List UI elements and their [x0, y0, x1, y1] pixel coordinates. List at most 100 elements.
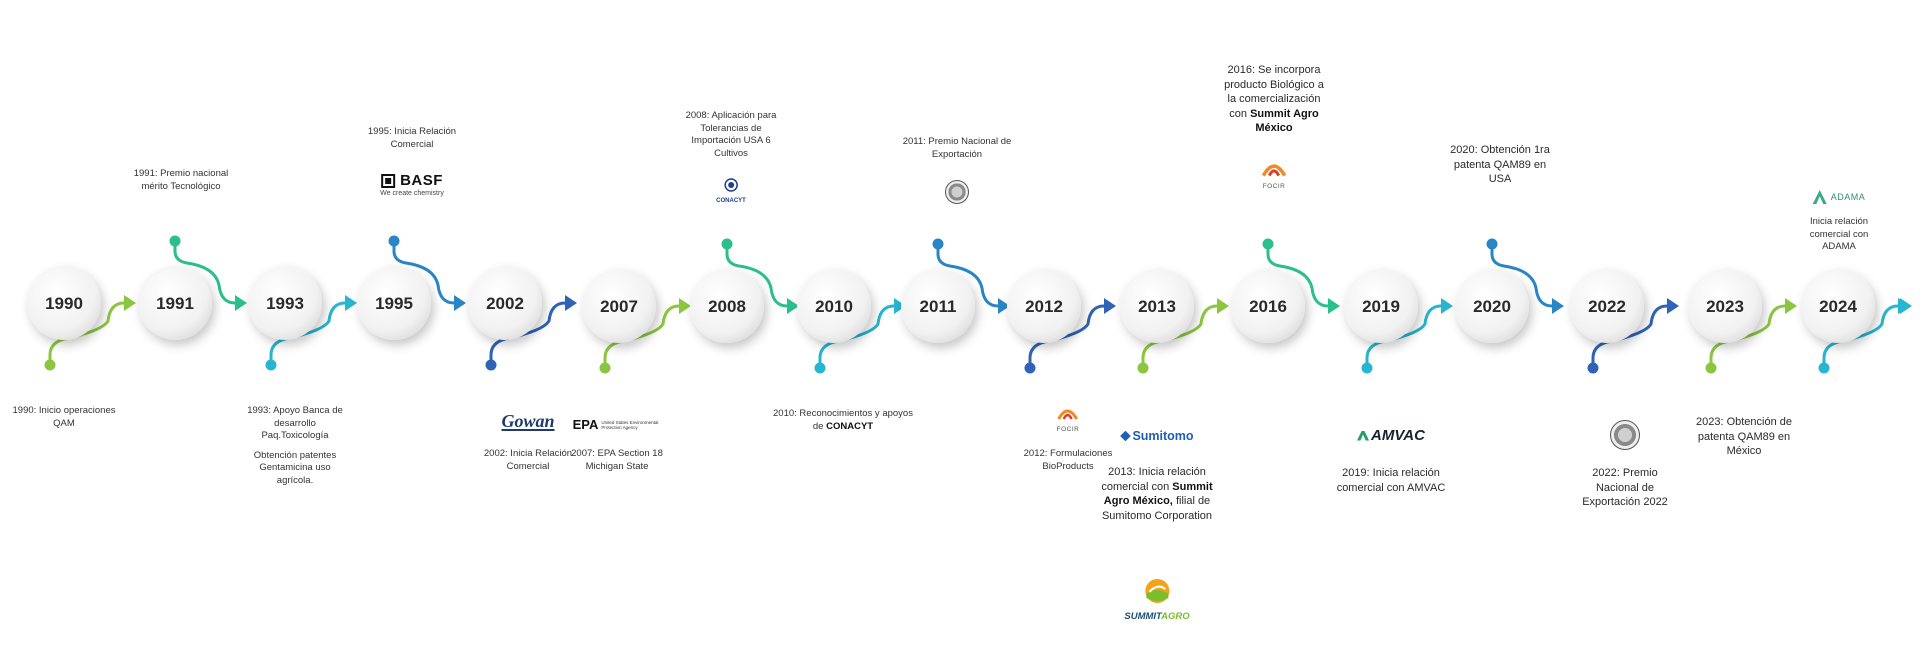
year-label-1995: 1995: [375, 294, 413, 313]
year-node-2019: 2019: [1344, 269, 1418, 343]
connector-curve-2007: [603, 304, 681, 370]
note-2016-summit: Summit Agro México: [1250, 107, 1319, 135]
year-node-circle: [138, 266, 212, 340]
connector-dot-2019: [1361, 362, 1373, 374]
connector-curve-2024: [1822, 304, 1900, 370]
year-node-circle: [1455, 269, 1529, 343]
year-node-circle: [1231, 269, 1305, 343]
note-2024: Inicia relación comercial con ADAMA: [1809, 216, 1869, 252]
year-node-circle: [1570, 269, 1644, 343]
export-award-seal-icon: [945, 180, 969, 204]
connector-curve-2008: [725, 242, 789, 308]
arrow-right-icon: [1441, 298, 1453, 314]
note-2013-summit: Summit Agro México,: [1103, 480, 1213, 508]
year-node-2022: 2022: [1570, 269, 1644, 343]
year-node-2010: 2010: [797, 269, 871, 343]
year-node-1995: 1995: [357, 266, 431, 340]
note-2013-filial: filial de Sumitomo Corporation: [1101, 495, 1213, 522]
arrow-right-icon: [679, 298, 691, 314]
year-label-2010: 2010: [815, 297, 853, 316]
connector-curve-2011: [936, 242, 1000, 308]
epa-wordmark: EPA: [572, 417, 599, 432]
note-2022: 2022: Premio Nacional de Exportación 202…: [1582, 467, 1668, 508]
connector-curve-1990: [48, 301, 126, 367]
year-node-2024: 2024: [1801, 269, 1875, 343]
connector-2010: [814, 298, 906, 374]
amvac-wordmark: AMVAC: [1371, 427, 1425, 444]
connector-1991: [169, 235, 247, 311]
arrow-right-icon: [454, 295, 466, 311]
note-1990: 1990: Inicio operaciones QAM: [12, 405, 116, 429]
year-node-2016: 2016: [1231, 269, 1305, 343]
export-award-seal-icon: [1610, 420, 1640, 450]
note-2012: 2012: Formulaciones BioProducts: [1023, 448, 1113, 472]
arrow-right-icon: [1900, 298, 1912, 314]
note-2007: 2007: EPA Section 18 Michigan State: [571, 448, 663, 472]
note-2013: 2013: Inicia relación comercial con Summ…: [1097, 465, 1217, 523]
basf-tagline: We create chemistry: [380, 190, 444, 197]
arrow-right-icon: [1217, 298, 1229, 314]
connector-dot-2023: [1705, 362, 1717, 374]
year-label-2013: 2013: [1138, 297, 1176, 316]
year-node-2008: 2008: [690, 269, 764, 343]
summit-agro-logo-icon: SUMMITAGRO: [1124, 578, 1190, 622]
year-node-circle: [1801, 269, 1875, 343]
year-label-1993: 1993: [266, 294, 304, 313]
year-label-2012: 2012: [1025, 297, 1063, 316]
note-1993-main: 1993: Apoyo Banca de desarrollo Paq.Toxi…: [247, 405, 343, 441]
year-node-circle: [27, 266, 101, 340]
connector-dot-1990: [44, 359, 56, 371]
basf-wordmark: BASF: [400, 172, 443, 189]
note-2019: 2019: Inicia relación comercial con AMVA…: [1336, 467, 1446, 494]
connector-2007: [599, 298, 691, 374]
year-node-circle: [1688, 269, 1762, 343]
year-node-2023: 2023: [1688, 269, 1762, 343]
adama-wordmark: ADAMA: [1830, 192, 1866, 202]
arrow-right-icon: [1328, 298, 1340, 314]
conacyt-logo-icon: CONACYT: [716, 178, 746, 204]
connector-curve-2002: [489, 301, 567, 367]
connector-dot-2007: [599, 362, 611, 374]
note-2016: 2016: Se incorpora producto Biológico a …: [1219, 63, 1329, 136]
note-2013-text: 2013: Inicia relación comercial con: [1101, 466, 1206, 493]
note-2023: 2023: Obtención de patenta QAM89 en Méxi…: [1695, 416, 1793, 457]
note-2016-text: 2016: Se incorpora producto Biológico a …: [1224, 64, 1324, 120]
connector-dot-2011: [932, 238, 944, 250]
timeline-end-arrow: [1900, 298, 1912, 314]
year-node-circle: [1120, 269, 1194, 343]
connector-curve-1993: [269, 301, 347, 367]
arrow-right-icon: [565, 295, 577, 311]
year-label-2007: 2007: [600, 297, 638, 316]
connector-curve-2013: [1141, 304, 1219, 370]
arrow-right-icon: [1104, 298, 1116, 314]
year-node-circle: [1007, 269, 1081, 343]
year-label-2008: 2008: [708, 297, 746, 316]
note-1995: 1995: Inicia Relación Comercial: [367, 126, 457, 150]
gowan-logo-icon: Gowan: [501, 412, 555, 431]
connector-curve-2022: [1591, 304, 1669, 370]
year-node-circle: [797, 269, 871, 343]
connector-1995: [388, 235, 466, 311]
focir-wordmark: FOCIR: [1262, 183, 1286, 190]
connector-dot-2008: [721, 238, 733, 250]
connector-dot-2013: [1137, 362, 1149, 374]
year-node-1993: 1993: [248, 266, 322, 340]
summit-agro-word-agro: AGRO: [1161, 611, 1190, 622]
year-node-2020: 2020: [1455, 269, 1529, 343]
note-2002: 2002: Inicia Relación Comercial: [483, 448, 573, 472]
connector-dot-2010: [814, 362, 826, 374]
year-label-2022: 2022: [1588, 297, 1626, 316]
connector-dot-1991: [169, 235, 181, 247]
year-label-2023: 2023: [1706, 297, 1744, 316]
year-label-1990: 1990: [45, 294, 83, 313]
note-1991: 1991: Premio nacional mérito Tecnológico: [133, 168, 229, 192]
summit-agro-emblem-icon: [1144, 579, 1169, 603]
year-node-circle: [357, 266, 431, 340]
connector-2008: [721, 238, 799, 314]
connector-curve-2012: [1028, 304, 1106, 370]
year-label-2011: 2011: [920, 297, 957, 316]
note-1993-patents: Obtención patentes Gentamicina uso agríc…: [253, 449, 337, 486]
connector-curve-2019: [1365, 304, 1443, 370]
